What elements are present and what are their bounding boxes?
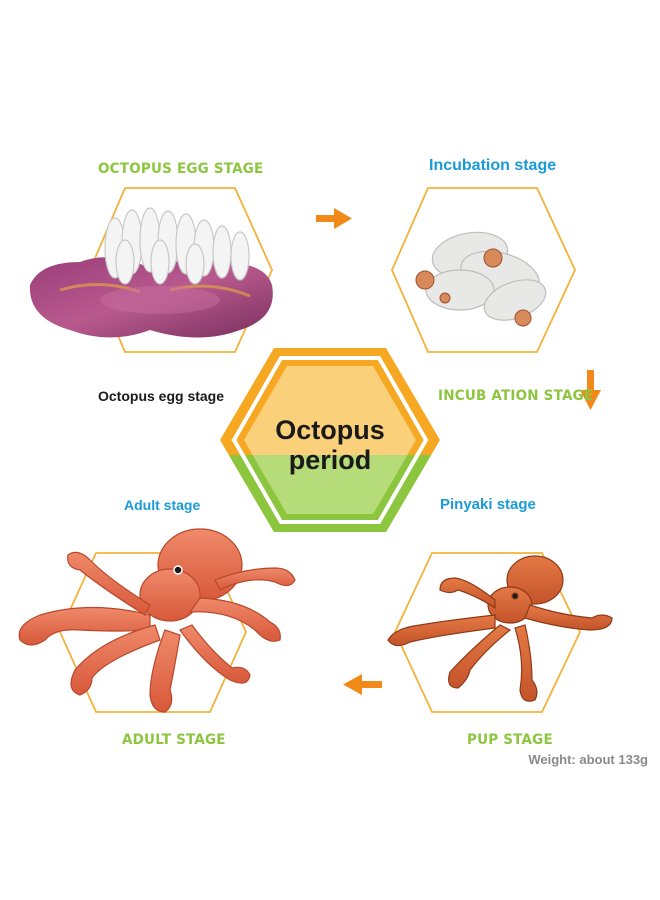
- center-hexagon: [220, 348, 440, 532]
- egg-stage-heading: OCTOPUS EGG STAGE: [98, 160, 264, 178]
- egg-cluster-illustration: [29, 207, 273, 338]
- down-arrow-icon: [580, 370, 601, 410]
- incubation-eggs-illustration: [415, 231, 547, 327]
- center-title-line1: Octopus: [275, 415, 385, 445]
- hex-frame-pup: [394, 552, 581, 713]
- center-title-line2: period: [288, 445, 372, 475]
- right-arrow-icon: [316, 208, 352, 229]
- egg-stage-caption: Octopus egg stage: [98, 388, 225, 404]
- pup-stage-caption: PUP STAGE: [467, 731, 553, 749]
- adult-stage-heading: Adult stage: [124, 497, 201, 513]
- center-title: Octopus period: [230, 415, 430, 475]
- adult-stage-caption: ADULT STAGE: [122, 731, 226, 749]
- incubation-stage-caption: INCUB ATION STAGE: [438, 387, 594, 405]
- hex-frame-incubation: [391, 187, 576, 353]
- adult-octopus-illustration: [18, 528, 296, 713]
- left-arrow-icon: [343, 674, 382, 695]
- weight-note: Weight: about 133g: [528, 752, 648, 767]
- pup-octopus-illustration: [387, 555, 613, 702]
- incubation-stage-heading: Incubation stage: [429, 157, 557, 174]
- hex-frame-adult: [59, 552, 247, 713]
- pup-stage-heading: Pinyaki stage: [440, 496, 536, 513]
- hex-frame-egg: [89, 187, 273, 353]
